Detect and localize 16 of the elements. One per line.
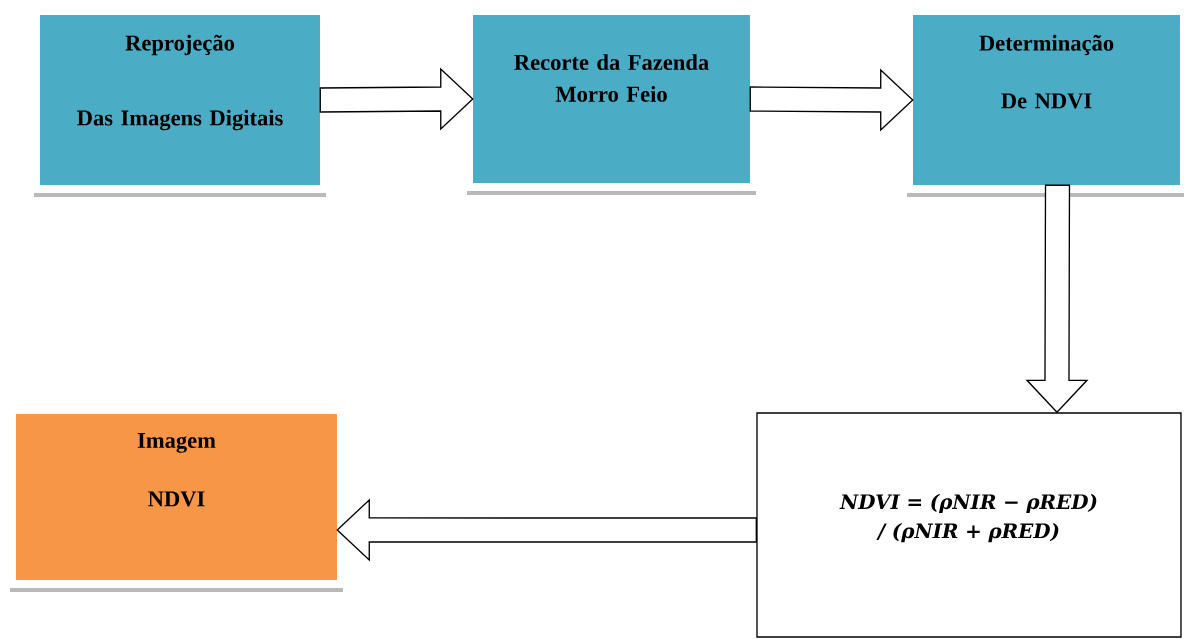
block-arrow <box>749 68 914 132</box>
block-arrow <box>1025 184 1089 414</box>
node-label: Recorte da Fazenda Morro Feio <box>514 54 709 102</box>
result-box: Imagem NDVI <box>10 412 343 592</box>
node-label: Imagem <box>137 433 216 453</box>
process-box: Recorte da Fazenda Morro Feio <box>467 13 756 195</box>
formula-box: NDVI = (ρNIR − ρRED) / (ρNIR + ρRED) <box>756 412 1182 638</box>
node-label: De NDVI <box>1001 93 1092 109</box>
node-label: NDVI <box>148 491 205 507</box>
process-box: Reprojeção Das Imagens Digitais <box>34 13 326 197</box>
node-label: Reprojeção <box>125 34 235 56</box>
block-arrow <box>319 67 474 131</box>
process-box: Determinação De NDVI <box>907 13 1184 197</box>
node-label: Determinação <box>979 34 1114 56</box>
node-label: Das Imagens Digitais <box>77 109 283 131</box>
block-arrow <box>336 498 757 562</box>
